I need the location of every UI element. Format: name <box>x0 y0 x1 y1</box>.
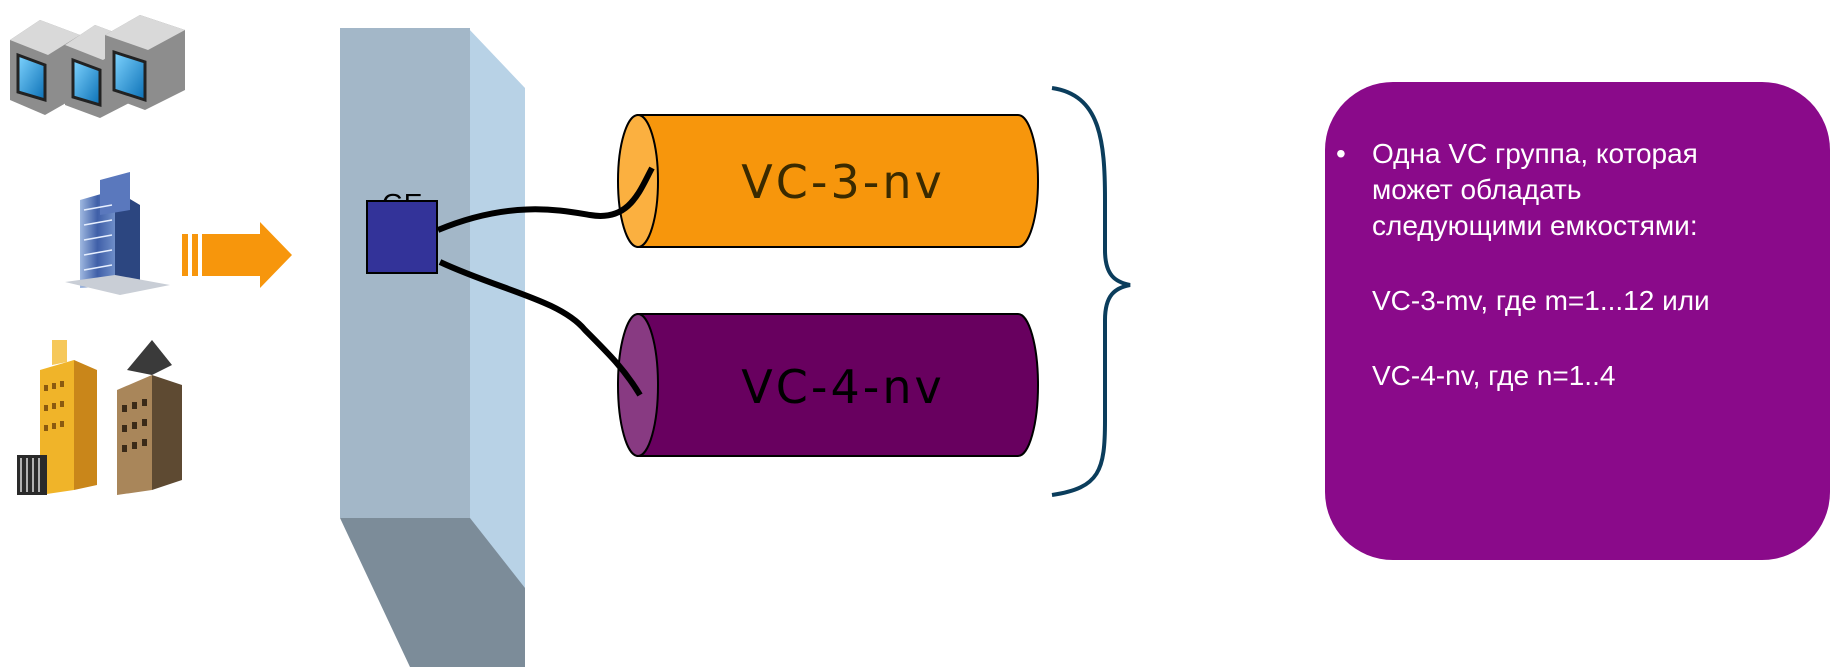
cable-vc4 <box>440 262 640 395</box>
info-line-1: Одна VC группа, которая <box>1372 136 1698 172</box>
vc4-label: VC-4-nv <box>693 360 993 414</box>
info-option-vc3: VC-3-mv, где m=1...12 или <box>1372 283 1710 319</box>
info-option-vc4: VC-4-nv, где n=1..4 <box>1372 358 1615 394</box>
info-line-2: может обладать <box>1372 172 1581 208</box>
bullet-icon: • <box>1336 136 1346 172</box>
info-line-3: следующими емкостями: <box>1372 208 1698 244</box>
vc3-label: VC-3-nv <box>693 155 993 209</box>
ge-port <box>366 200 438 274</box>
brace <box>1052 88 1130 495</box>
